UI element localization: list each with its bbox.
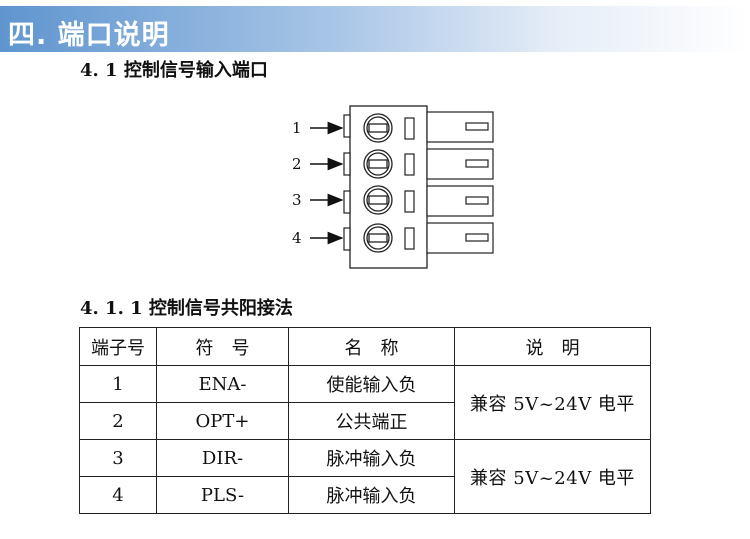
header-pin: 端子号: [79, 327, 157, 366]
header-name: 名 称: [288, 327, 455, 366]
cell-name: 脉冲输入负: [288, 476, 455, 514]
pin-label-3: 3: [292, 191, 302, 209]
table-header-row: 端子号 符 号 名 称 说 明: [79, 327, 651, 366]
cell-pin: 1: [79, 365, 157, 403]
cell-pin: 3: [79, 439, 157, 477]
cell-pin: 4: [79, 476, 157, 514]
connector-notch: [343, 190, 351, 214]
port-table: 端子号 符 号 名 称 说 明 1 ENA- 使能输入负 兼容 5V~24V 电…: [79, 327, 651, 514]
wire-slot: [404, 190, 415, 213]
screw-icon: [363, 113, 393, 143]
cell-symbol: ENA-: [156, 365, 289, 403]
cell-name: 脉冲输入负: [288, 439, 455, 477]
cell-note: 兼容 5V~24V 电平: [454, 439, 651, 514]
wire-slot: [404, 117, 415, 140]
section-title: 四. 端口说明: [8, 20, 170, 51]
cell-name: 公共端正: [288, 402, 455, 440]
screw-icon: [363, 185, 393, 215]
pin-label-2: 2: [292, 155, 302, 173]
connector-notch: [343, 227, 351, 251]
subsection-title-4-1: 4. 1 控制信号输入端口: [80, 60, 268, 81]
cell-symbol: PLS-: [156, 476, 289, 514]
screw-icon: [363, 149, 393, 179]
connector-diagram: 1 2 3 4: [292, 105, 494, 269]
connector-notch: [343, 152, 351, 176]
wire-slot: [404, 153, 415, 176]
connector-notch: [343, 114, 351, 138]
pin-label-1: 1: [292, 119, 302, 137]
subsection-title-4-1-1: 4. 1. 1 控制信号共阳接法: [80, 298, 293, 319]
wire-slot: [404, 227, 415, 250]
table-row: 3 DIR- 脉冲输入负 兼容 5V~24V 电平: [79, 439, 651, 514]
cell-symbol: DIR-: [156, 439, 289, 477]
cell-pin: 2: [79, 402, 157, 440]
section-banner: 四. 端口说明: [0, 6, 750, 52]
cell-note: 兼容 5V~24V 电平: [454, 365, 651, 440]
header-note: 说 明: [454, 327, 651, 366]
table-row: 1 ENA- 使能输入负 兼容 5V~24V 电平: [79, 365, 651, 440]
screw-icon: [363, 223, 393, 253]
pin-label-4: 4: [292, 229, 302, 247]
table-row: 4 PLS- 脉冲输入负: [79, 476, 651, 514]
cell-symbol: OPT+: [156, 402, 289, 440]
cell-name: 使能输入负: [288, 365, 455, 403]
header-symbol: 符 号: [156, 327, 289, 366]
